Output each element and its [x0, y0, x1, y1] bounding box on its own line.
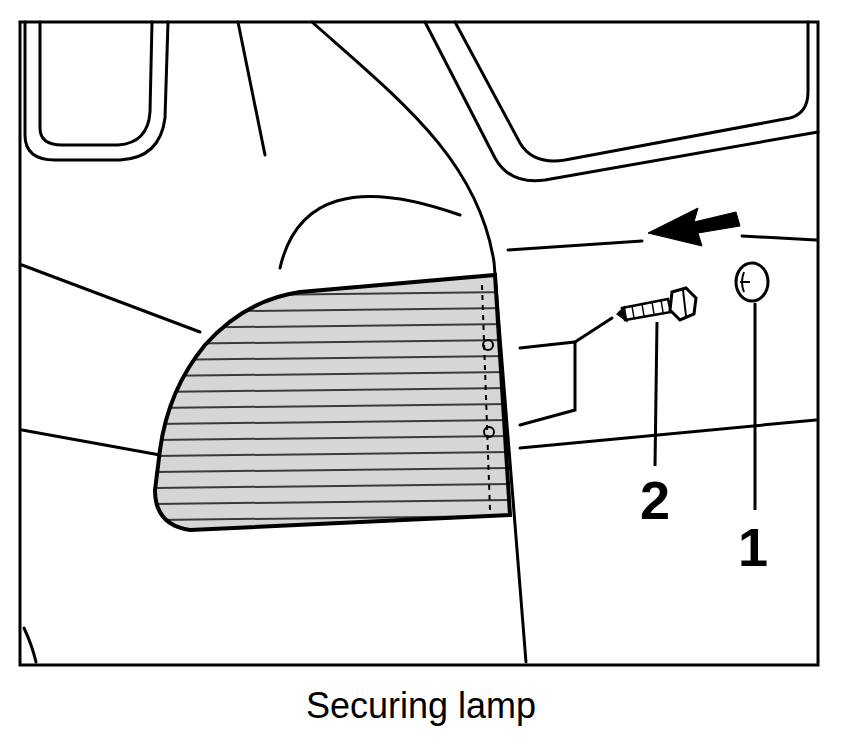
- tail-lamp: [150, 275, 520, 530]
- clip-nut: [736, 263, 768, 301]
- figure-caption: Securing lamp: [306, 686, 536, 726]
- frame: [20, 22, 818, 665]
- callout-number: 1: [738, 520, 768, 574]
- direction-arrow: [648, 208, 740, 246]
- bolt: [618, 288, 696, 320]
- car-body-lines: [22, 22, 818, 662]
- callout-number: 2: [640, 473, 670, 527]
